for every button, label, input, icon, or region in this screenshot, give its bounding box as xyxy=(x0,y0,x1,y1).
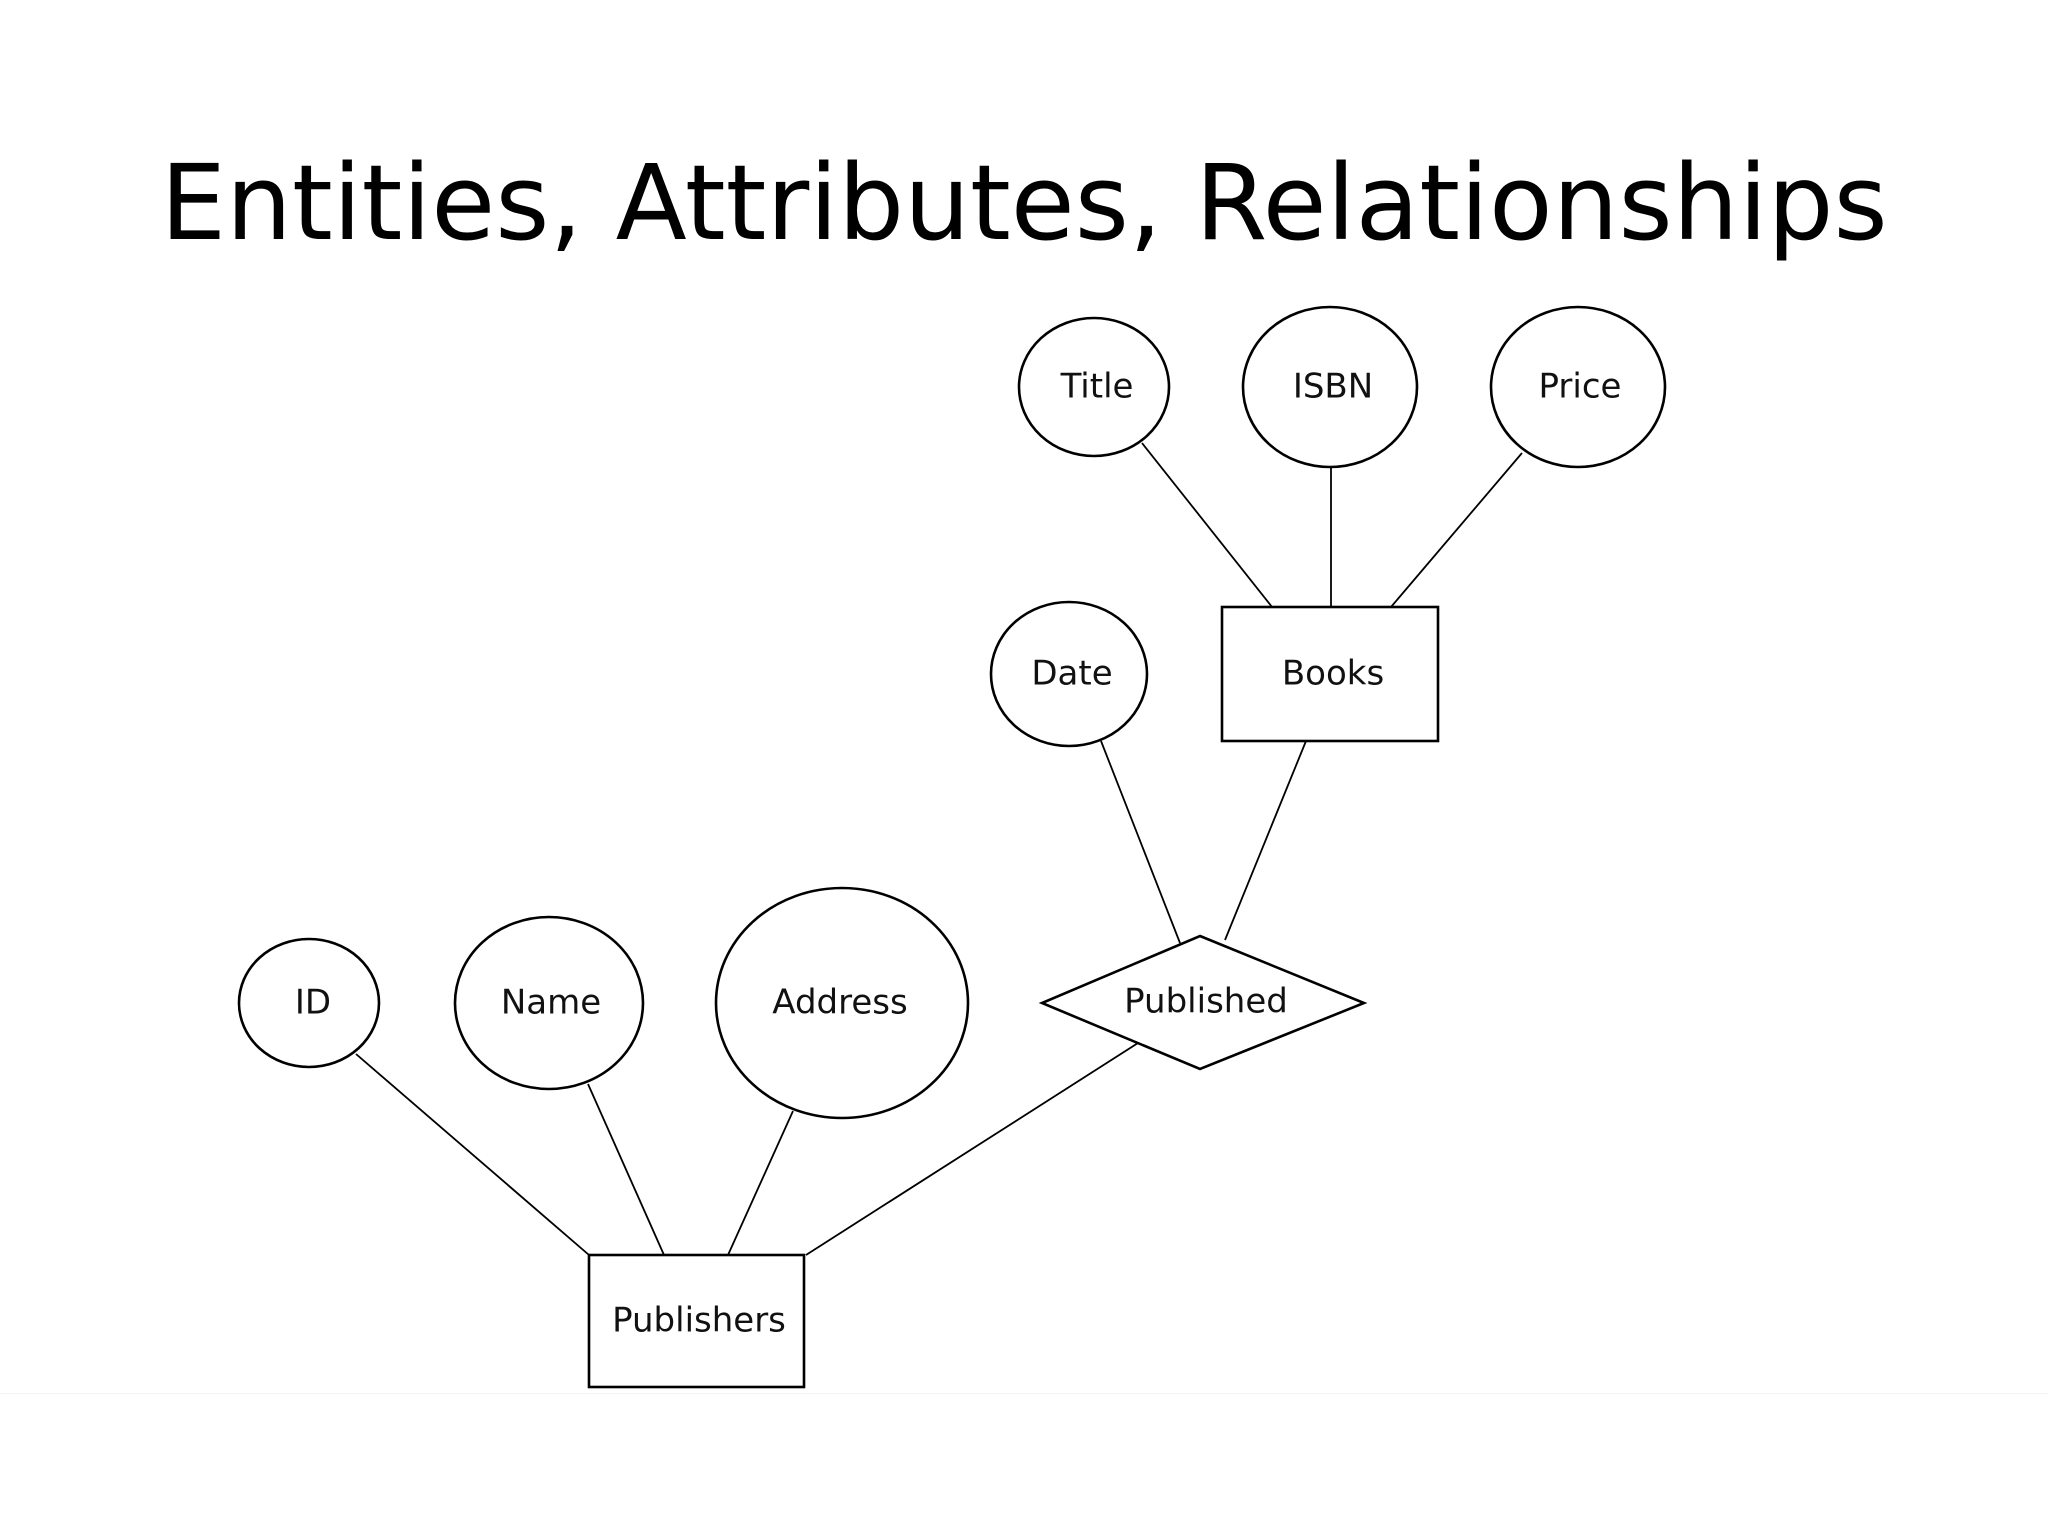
attribute-date: Date xyxy=(989,600,1149,748)
attribute-name: Name xyxy=(453,915,645,1091)
attribute-price: Price xyxy=(1489,305,1667,469)
attribute-id: ID xyxy=(237,937,381,1069)
relationship-published: Published xyxy=(1038,934,1368,1071)
connector-name-publishers xyxy=(587,1083,665,1256)
attribute-isbn: ISBN xyxy=(1241,305,1419,469)
connectors xyxy=(355,442,1523,1256)
connector-title-books xyxy=(1141,442,1273,608)
attribute-date-label: Date xyxy=(1031,654,1112,694)
attribute-price-label: Price xyxy=(1539,367,1622,407)
entity-publishers-label: Publishers xyxy=(612,1301,786,1341)
connector-price-books xyxy=(1390,452,1523,608)
entity-books: Books xyxy=(1220,605,1440,743)
attribute-title-label: Title xyxy=(1060,367,1134,407)
attribute-address: Address xyxy=(714,886,970,1120)
connector-id-publishers xyxy=(355,1053,590,1256)
entity-publishers: Publishers xyxy=(587,1253,806,1389)
slide-bottom-divider xyxy=(0,1393,2048,1394)
connector-address-publishers xyxy=(727,1110,794,1256)
attribute-id-label: ID xyxy=(295,983,331,1023)
entity-books-label: Books xyxy=(1282,654,1384,694)
relationship-published-label: Published xyxy=(1124,982,1288,1022)
attribute-isbn-label: ISBN xyxy=(1293,367,1373,407)
connector-books-published xyxy=(1224,740,1307,941)
connector-date-published xyxy=(1100,740,1181,944)
slide-title: Entities, Attributes, Relationships xyxy=(160,142,1888,264)
attribute-name-label: Name xyxy=(501,983,601,1023)
connector-published-publishers xyxy=(805,1042,1139,1256)
attribute-address-label: Address xyxy=(772,983,907,1023)
attribute-title: Title xyxy=(1017,316,1171,458)
